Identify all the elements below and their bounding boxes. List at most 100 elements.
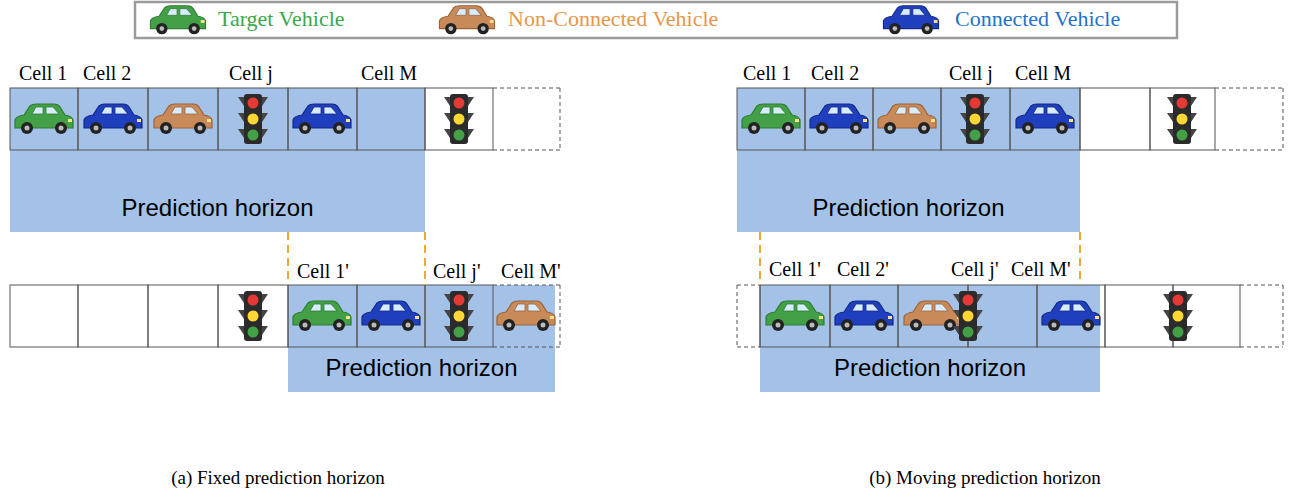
cell — [425, 88, 493, 150]
cell-label: Cell 1' — [768, 258, 822, 280]
band-label: Prediction horizon — [121, 194, 313, 222]
traffic-light — [444, 291, 474, 341]
cell-label: Cell 1 — [742, 62, 792, 84]
vehicle-icon — [362, 301, 420, 331]
cell-row — [10, 88, 1283, 347]
vehicle-icon — [766, 301, 824, 331]
band-fill — [737, 88, 1080, 232]
cell — [1010, 88, 1080, 150]
band-fill — [760, 285, 1100, 392]
band-label: Prediction horizon — [812, 194, 1004, 222]
vehicle-icon — [84, 104, 142, 134]
legend-text: Connected Vehicle — [955, 6, 1120, 32]
cell — [898, 285, 968, 347]
vehicle-icon — [1016, 104, 1074, 134]
cell — [357, 88, 425, 150]
cell — [873, 88, 941, 150]
horizon-shift-line — [424, 232, 426, 285]
horizon-shift-line — [287, 232, 289, 285]
vehicle-icon — [293, 301, 351, 331]
cell — [425, 285, 493, 347]
vehicle-icon — [293, 104, 351, 134]
horizon-shift-line — [1079, 232, 1081, 285]
legend-frame — [135, 2, 1177, 38]
cell-label: Cell 2 — [82, 62, 132, 84]
vehicle-icon — [439, 6, 494, 35]
cell — [148, 88, 218, 150]
cell-dashed — [1240, 285, 1283, 347]
legend-text: Non-Connected Vehicle — [508, 6, 718, 32]
cell-dashed — [737, 285, 760, 347]
cell-label: Cell 1' — [296, 260, 350, 282]
vehicle-icon — [742, 104, 800, 134]
cell — [10, 88, 78, 150]
vehicle-icon — [1042, 301, 1100, 331]
cell — [288, 88, 357, 150]
cell — [357, 285, 425, 347]
prediction-horizon-band: Prediction horizon — [288, 285, 555, 392]
band-label: Prediction horizon — [834, 354, 1026, 382]
cell-label: Cell M — [1014, 62, 1072, 84]
vehicle-icon — [883, 6, 938, 35]
band-fill — [288, 285, 555, 392]
legend-box — [135, 2, 1177, 38]
cell-label: Cell 2' — [836, 258, 890, 280]
cell — [830, 285, 898, 347]
legend-text: Target Vehicle — [218, 6, 345, 32]
cell — [737, 88, 805, 150]
cell-label: Cell j' — [950, 258, 1000, 280]
vehicle-icon — [904, 301, 962, 331]
cell — [288, 285, 357, 347]
vehicle-icon — [497, 301, 555, 331]
prediction-horizon-band: Prediction horizon — [10, 88, 425, 232]
traffic-light — [1163, 291, 1193, 341]
band-fills — [10, 88, 1100, 392]
band-label: Prediction horizon — [325, 354, 517, 382]
traffic-light — [238, 94, 268, 144]
vehicle-icon — [154, 104, 212, 134]
cell — [218, 88, 288, 150]
row-items — [15, 94, 1197, 341]
vehicle-icon — [878, 104, 936, 134]
band-fill — [10, 88, 425, 232]
traffic-light — [960, 94, 990, 144]
cell — [1037, 285, 1105, 347]
cell-label: Cell M' — [500, 260, 562, 282]
cell — [78, 88, 148, 150]
cell-dashed — [493, 88, 560, 150]
cell — [1105, 285, 1173, 347]
cell-label: Cell 1 — [18, 62, 68, 84]
vehicle-icon — [150, 6, 205, 35]
cell-label: Cell 2 — [810, 62, 860, 84]
traffic-light — [238, 291, 268, 341]
prediction-horizon-band: Prediction horizon — [760, 285, 1100, 392]
traffic-light — [444, 94, 474, 144]
cell — [805, 88, 873, 150]
cell-label: Cell j — [228, 62, 274, 84]
cell — [941, 88, 1010, 150]
cell — [148, 285, 218, 347]
vehicle-icon — [835, 301, 893, 331]
cell — [760, 285, 830, 347]
cell — [1150, 88, 1215, 150]
horizon-shift-line — [759, 232, 761, 285]
cell — [78, 285, 148, 347]
cell — [1080, 88, 1150, 150]
panel-caption: (b) Moving prediction horizon — [868, 468, 1102, 489]
cell-label: Cell M — [360, 62, 418, 84]
cell-dashed — [1215, 88, 1283, 150]
cell-label: Cell M' — [1010, 258, 1072, 280]
cell-label: Cell j' — [432, 260, 482, 282]
cell — [968, 285, 1037, 347]
prediction-horizon-band: Prediction horizon — [737, 88, 1080, 232]
vehicle-icon — [15, 104, 73, 134]
traffic-light — [1167, 94, 1197, 144]
vehicle-icon — [810, 104, 868, 134]
cell — [10, 285, 78, 347]
cell-dashed — [493, 285, 560, 347]
cell-label: Cell j — [948, 62, 994, 84]
panel-caption: (a) Fixed prediction horizon — [170, 468, 386, 489]
